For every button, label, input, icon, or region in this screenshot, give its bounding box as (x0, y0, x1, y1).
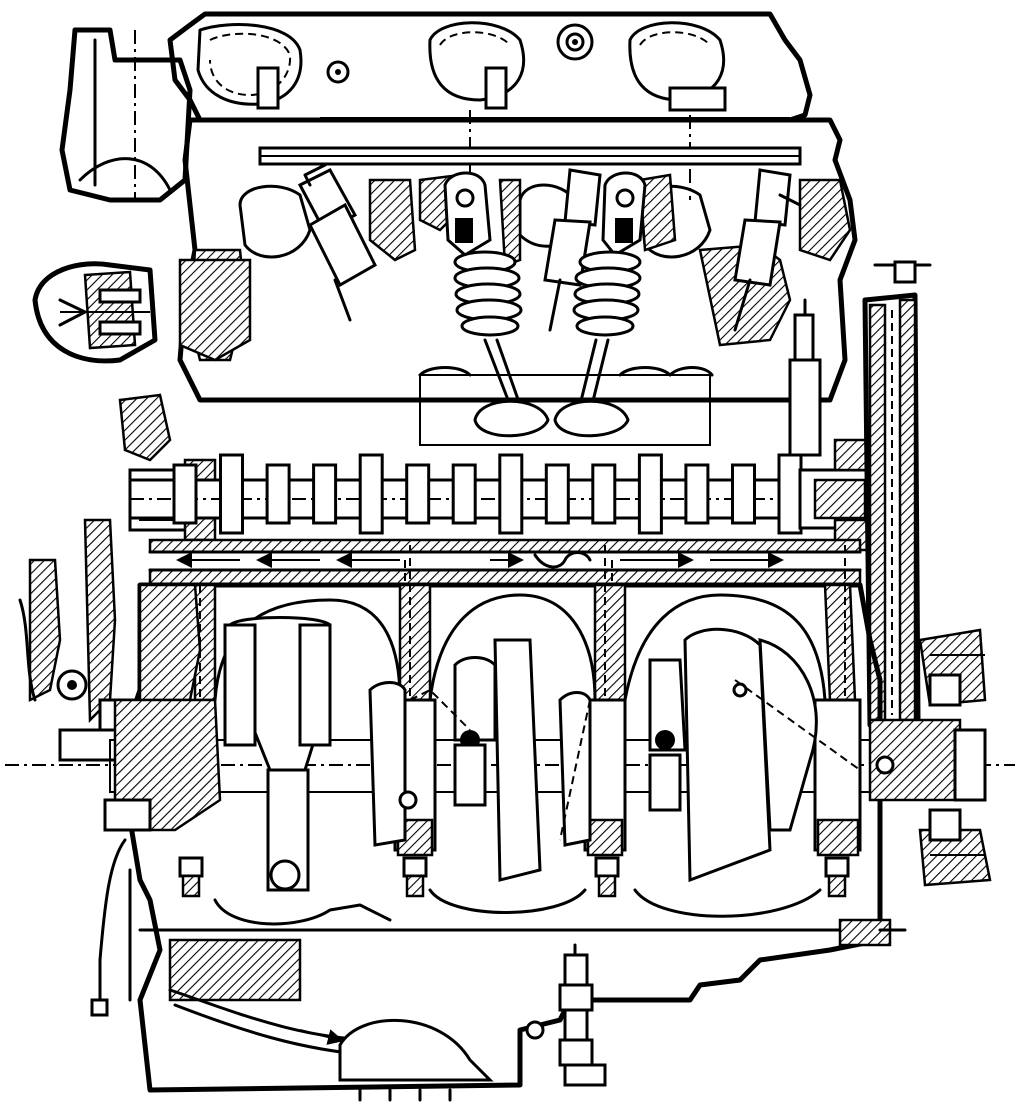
cam-lobe (591, 463, 617, 525)
dipstick-tube (90, 838, 132, 1017)
rocker-arm-1 (443, 171, 492, 257)
cam-lobe (312, 463, 338, 525)
cam-lobe (405, 463, 431, 525)
valve-spring-1 (453, 250, 523, 407)
water-outlet-housing (59, 27, 193, 203)
camshaft (128, 438, 882, 552)
left-thermostat (32, 261, 158, 364)
oil-passages (199, 545, 846, 700)
main-bearing-bolts (178, 856, 850, 898)
cam-lobe (451, 463, 477, 525)
cam-lobe (358, 453, 384, 535)
cam-lobe (731, 463, 756, 525)
valve-heads (418, 366, 714, 446)
cam-lobe (637, 453, 663, 535)
sump-right-flange (838, 918, 907, 947)
rear-crank-pulley (868, 628, 992, 887)
fuel-injector-2 (543, 168, 602, 332)
cam-lobe (777, 453, 803, 535)
cam-lobe (684, 463, 710, 525)
fuel-injector-1 (297, 163, 377, 322)
fuel-injector-3 (733, 168, 802, 332)
cylinder-block-deck (148, 538, 862, 587)
cam-lobe (265, 463, 291, 525)
crankshaft (5, 616, 1015, 892)
cam-lobe (498, 453, 524, 535)
timing-chain-housing (862, 260, 932, 728)
intake-manifold (134, 11, 813, 200)
cam-lobe (172, 463, 198, 525)
cam-lobe (219, 453, 244, 535)
cam-lobe (544, 463, 570, 525)
rocker-arm-2 (601, 171, 647, 257)
valve-spring-2 (572, 250, 642, 407)
oil-drain-assembly (525, 943, 607, 1087)
spark-plug (788, 298, 822, 457)
oil-pump-pickup (168, 938, 494, 1102)
